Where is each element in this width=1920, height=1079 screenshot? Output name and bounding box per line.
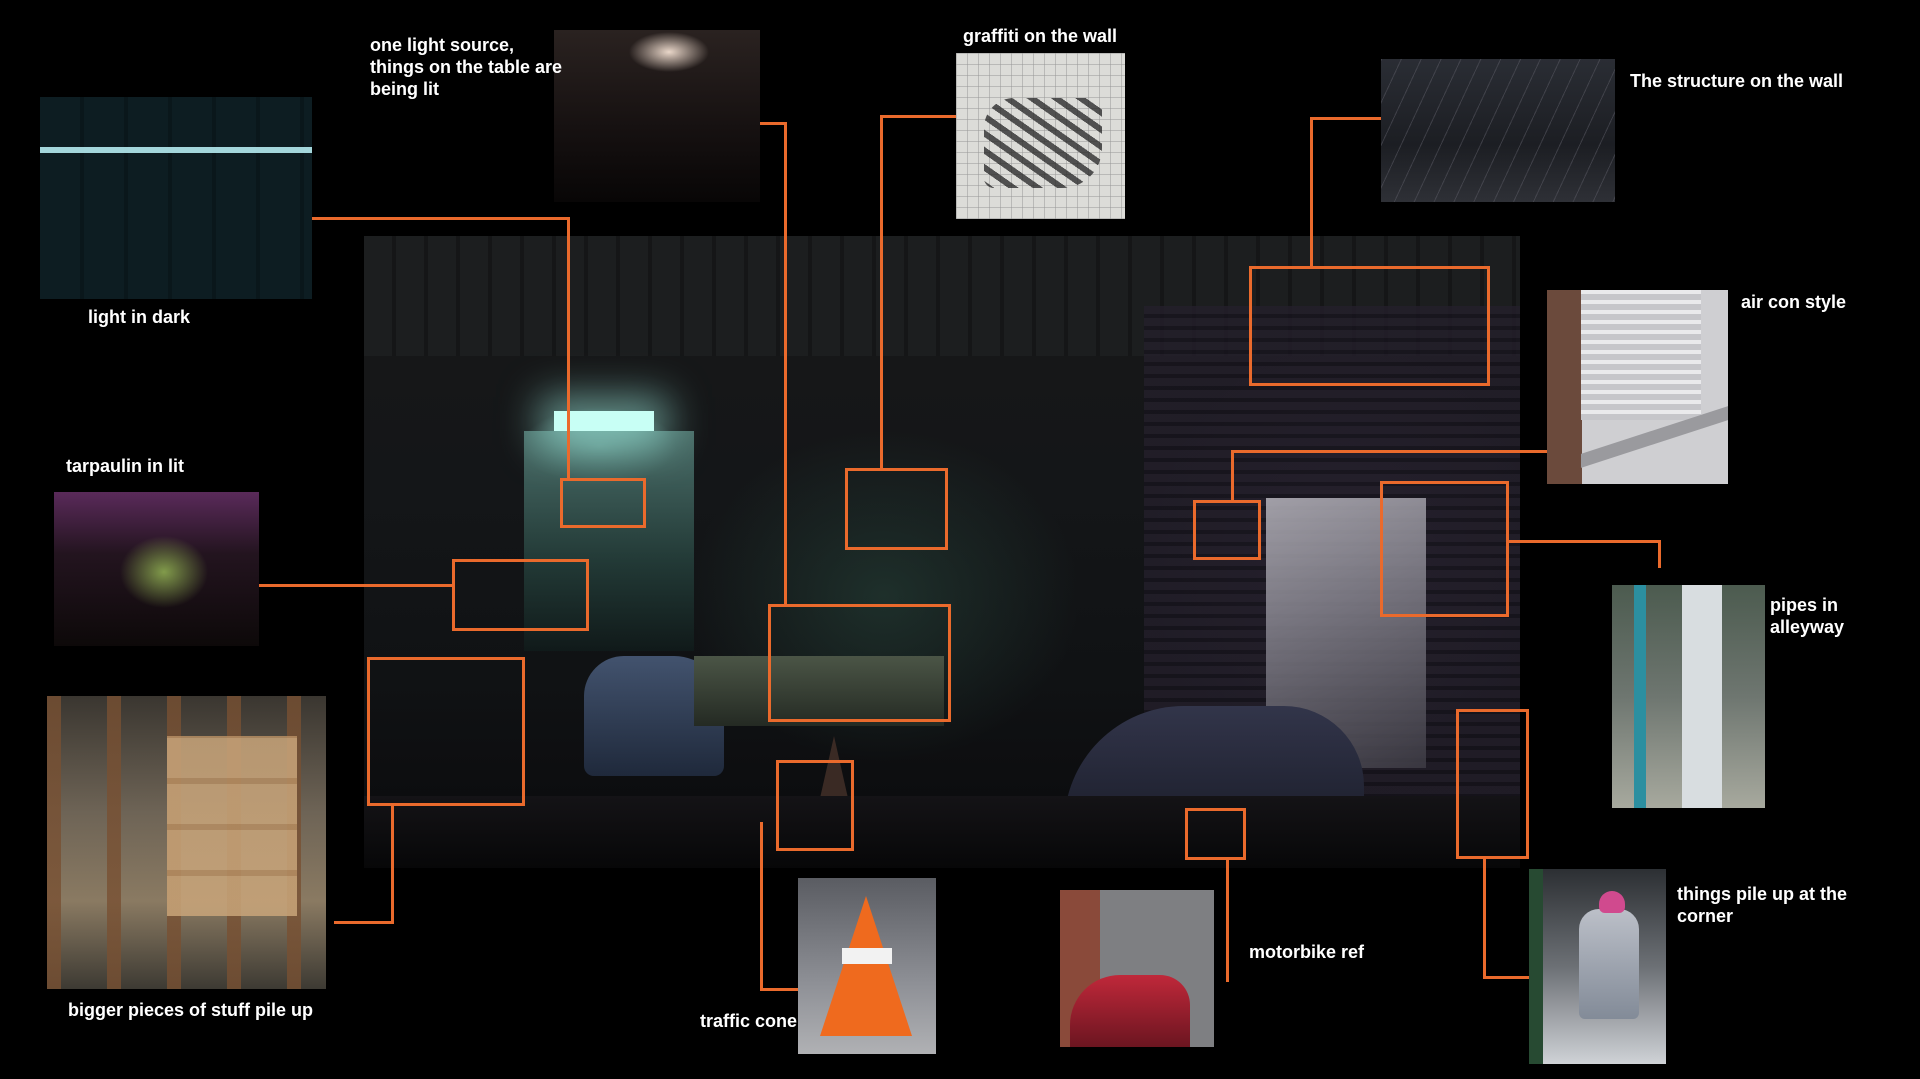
helmet <box>1599 891 1625 913</box>
label-pipes: pipes in alleyway <box>1770 595 1845 637</box>
highlight-graffiti <box>845 468 948 550</box>
highlight-tarpaulin <box>452 559 589 631</box>
scene-lit-doorway <box>524 431 694 651</box>
connector-light-in-dark <box>567 217 570 479</box>
highlight-light-source <box>560 478 646 528</box>
label-motorbike: motorbike ref <box>1249 942 1365 962</box>
connector-tarpaulin <box>259 584 454 587</box>
photo-graffiti <box>956 53 1125 219</box>
photo-traffic-cone <box>798 878 936 1054</box>
scene-table <box>694 656 944 726</box>
photo-wall-structure <box>1381 59 1615 202</box>
connector-graffiti <box>880 115 883 470</box>
highlight-aircon <box>1193 500 1261 560</box>
connector-traffic-cone <box>760 988 798 991</box>
connector-bigger-stuff <box>391 804 394 924</box>
connector-motorbike <box>1226 858 1229 982</box>
highlight-motorbike <box>1185 808 1246 860</box>
label-things-pile: things pile up at the corner <box>1677 884 1847 926</box>
connector-aircon <box>1231 450 1547 453</box>
connector-structure <box>1310 117 1381 120</box>
cone-shape <box>820 896 912 1036</box>
covered-pile <box>1579 909 1639 1019</box>
photo-air-con <box>1547 290 1728 484</box>
connector-pipes <box>1658 540 1661 568</box>
label-traffic-cone: traffic cone <box>700 1011 798 1031</box>
scene-floor <box>364 796 1520 868</box>
label-graffiti: graffiti on the wall <box>963 26 1118 46</box>
motorbike-body <box>1070 975 1190 1047</box>
connector-one-light <box>760 122 787 125</box>
label-light-in-dark: light in dark <box>88 307 191 327</box>
highlight-pipes <box>1380 481 1509 617</box>
connector-structure <box>1310 117 1313 268</box>
highlight-bigger-stuff <box>367 657 525 806</box>
connector-light-in-dark <box>312 217 569 220</box>
highlight-traffic-cone <box>776 760 854 851</box>
photo-pipes <box>1612 585 1765 808</box>
label-air-con: air con style <box>1741 292 1847 312</box>
photo-tarpaulin <box>54 492 259 646</box>
photo-bigger-stuff <box>47 696 326 989</box>
photo-motorbike <box>1060 890 1214 1047</box>
connector-one-light <box>784 122 787 606</box>
highlight-things-pile <box>1456 709 1529 859</box>
photo-things-pile <box>1529 869 1666 1064</box>
label-structure: The structure on the wall <box>1630 71 1844 91</box>
connector-graffiti <box>880 115 956 118</box>
stacked-boxes <box>167 736 297 916</box>
graffiti-tag <box>984 98 1102 188</box>
highlight-table <box>768 604 951 722</box>
connector-bigger-stuff <box>334 921 394 924</box>
photo-one-light-source <box>554 30 760 202</box>
photo-light-in-dark <box>40 97 312 299</box>
cone-stripe <box>842 948 892 964</box>
connector-pipes <box>1509 540 1661 543</box>
connector-things-pile <box>1483 857 1486 979</box>
connector-things-pile <box>1483 976 1529 979</box>
connector-aircon <box>1231 450 1234 502</box>
label-bigger-stuff: bigger pieces of stuff pile up <box>68 1000 314 1020</box>
label-one-light-source: one light source, things on the table ar… <box>370 35 563 99</box>
scene-light-source <box>554 411 654 431</box>
aircon-unit <box>1581 290 1701 420</box>
label-tarpaulin: tarpaulin in lit <box>66 456 185 476</box>
highlight-structure <box>1249 266 1490 386</box>
connector-traffic-cone <box>760 822 763 991</box>
